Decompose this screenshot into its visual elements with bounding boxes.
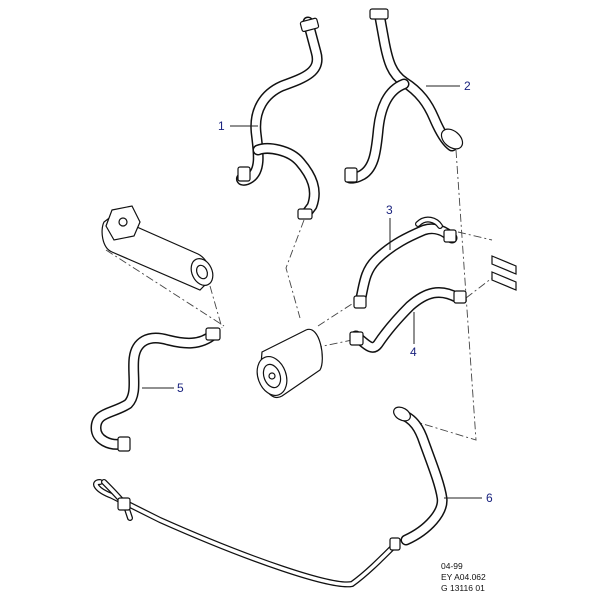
callout-3: 3 xyxy=(386,203,393,217)
reference-date: 04-99 xyxy=(441,561,463,571)
callout-6: 6 xyxy=(486,491,493,505)
relation-lines xyxy=(105,149,493,441)
clamp-icon xyxy=(237,166,251,182)
clamp-icon xyxy=(349,331,364,346)
hose-end-icon xyxy=(393,406,411,422)
clamp-icon xyxy=(117,436,131,452)
clamp-icon xyxy=(344,167,358,183)
callout-4: 4 xyxy=(410,345,417,359)
hose-2 xyxy=(344,8,464,184)
clamp-icon xyxy=(389,537,401,551)
reference-block: 04-99 EY A04.062 G 13116 01 xyxy=(441,561,486,594)
filter-component xyxy=(256,328,323,398)
clamp-icon xyxy=(453,290,467,304)
clamp-icon xyxy=(117,497,131,511)
clamp-icon xyxy=(205,327,221,341)
tube-pair xyxy=(491,255,517,291)
callout-5: 5 xyxy=(177,381,184,395)
clamp-icon xyxy=(369,8,389,20)
clamp-icon xyxy=(299,17,320,33)
hose-4 xyxy=(349,286,467,353)
callout-2: 2 xyxy=(464,79,471,93)
hose-6 xyxy=(93,406,448,588)
clamp-icon xyxy=(297,208,313,220)
hose-1 xyxy=(236,16,323,220)
reference-number: G 13116 01 xyxy=(441,583,485,593)
cooler-component xyxy=(101,205,214,291)
callout-1: 1 xyxy=(218,119,225,133)
hose-5 xyxy=(90,327,221,452)
hose-3 xyxy=(353,216,458,309)
callout-leaders xyxy=(142,85,482,499)
clamp-icon xyxy=(353,295,367,309)
hose-end-icon xyxy=(440,128,464,150)
clamp-icon xyxy=(443,229,457,243)
reference-code: EY A04.062 xyxy=(441,572,486,582)
